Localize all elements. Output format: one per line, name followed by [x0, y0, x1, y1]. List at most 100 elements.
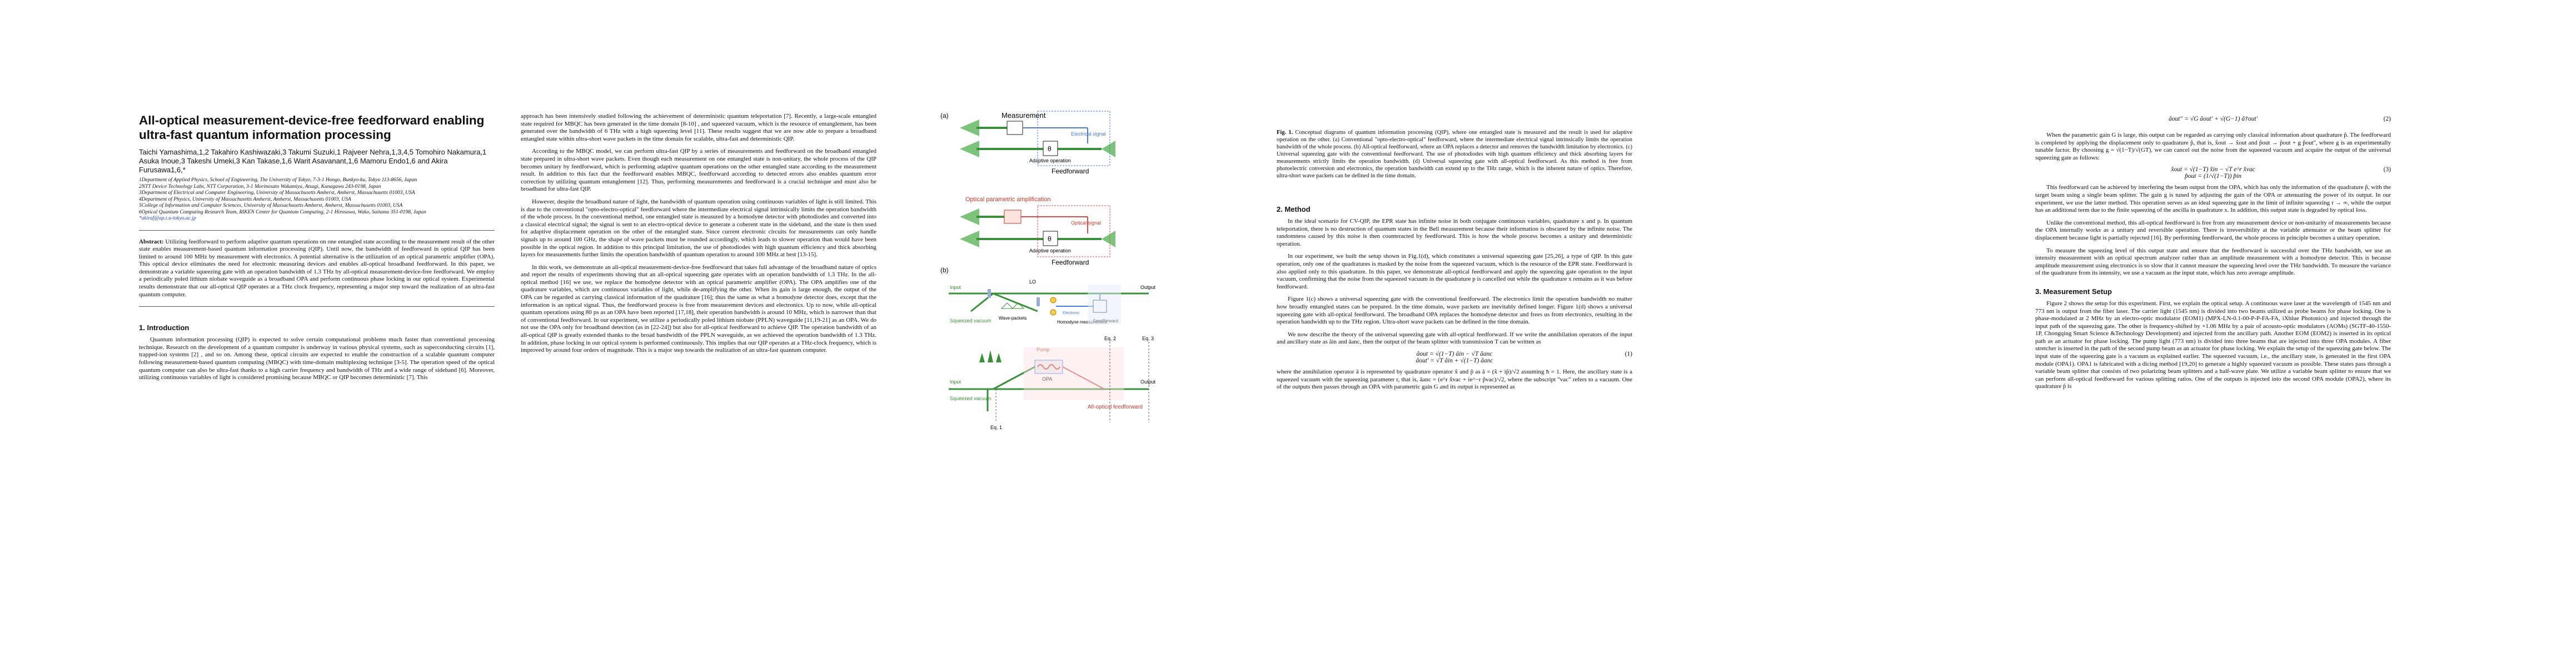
homodyne-label: Homodyne measurement	[1057, 320, 1108, 325]
output-label: Output	[1140, 379, 1156, 385]
electrical-signal-label: Electrical signal	[1071, 131, 1106, 137]
paragraph: However, despite the broadband nature of…	[521, 198, 876, 258]
paragraph: Figure 2 shows the setup for this experi…	[2035, 300, 2391, 390]
panel-label-b: (b)	[940, 266, 949, 274]
wave-packets-label: Wave-packets	[999, 316, 1027, 321]
paragraph: In the ideal scenario for CV-QIP, the EP…	[1277, 218, 1632, 247]
panel-a-all-optical: Optical parametric amplification Optical…	[960, 196, 1115, 266]
opa-box-label: OPA	[1042, 376, 1052, 382]
all-optical-region	[1024, 347, 1124, 400]
wave-packet-icon	[960, 208, 979, 225]
input-label: Input	[950, 285, 961, 290]
photodiode-icon	[1050, 309, 1057, 316]
wave-packet-icon	[1102, 141, 1115, 157]
paragraph: In our experiment, we built the setup sh…	[1277, 253, 1632, 290]
opa-label: Optical parametric amplification	[965, 196, 1050, 203]
caption-label: Fig. 1.	[1277, 130, 1293, 136]
email-link[interactable]: *akiraf@ap.t.u-tokyo.ac.jp	[139, 216, 196, 221]
paragraph: where the annihilation operator â is rep…	[1277, 368, 1632, 391]
squeezed-vacuum-label: Squeezed vacuum	[950, 396, 991, 401]
paragraph: Figure 1(c) shows a universal squeezing …	[1277, 296, 1632, 326]
adaptive-operation-label: Adaptive operation	[1029, 158, 1071, 163]
paragraph: We now describe the theory of the univer…	[1277, 331, 1632, 346]
abstract: Abstract: Utilizing feedforward to perfo…	[139, 238, 495, 299]
adaptive-box	[1043, 231, 1058, 246]
column-6: âout'' = √G âout' + √(G−1) â†out' (2) Wh…	[2035, 0, 2391, 667]
input-label: Input	[950, 379, 961, 385]
figure-diagram: (a) Measurement Electrical signal θ Adap…	[940, 111, 1156, 430]
affiliation: 2NTT Device Technology Labs, NTT Corpora…	[139, 183, 381, 190]
eq1-label: Eq. 1	[990, 425, 1002, 430]
paragraph: This feedforward can be achieved by inte…	[2035, 184, 2391, 214]
feedforward-label: Feedforward	[1052, 258, 1089, 266]
feedforward-box	[1037, 205, 1110, 257]
paragraph: Quantum information processing (QIP) is …	[139, 336, 495, 381]
optical-signal-line	[1062, 366, 1105, 390]
paragraph: approach has been intensively studied fo…	[521, 113, 876, 142]
affiliation: 5College of Information and Computer Sci…	[139, 203, 403, 208]
column-2: approach has been intensively studied fo…	[521, 0, 876, 667]
wave-packet-icon	[996, 353, 1001, 362]
lo-label: LO	[1029, 279, 1036, 285]
equation-line: x̂out = √(1−T) x̂in − √T e^r x̂vac	[2171, 166, 2255, 173]
beam-splitter-icon	[988, 289, 991, 298]
panel-a-conventional: Measurement Electrical signal θ Adaptive…	[960, 111, 1115, 175]
abstract-text: Utilizing feedforward to perform adaptiv…	[139, 238, 495, 298]
squeezed-vacuum-label: Squeezed vacuum	[950, 318, 991, 323]
section-heading-method: 2. Method	[1277, 205, 1311, 213]
equation-3: x̂out = √(1−T) x̂in − √T e^r x̂vac p̂out…	[2035, 166, 2391, 180]
paragraph: Unlike the conventional method, this all…	[2035, 219, 2391, 241]
opa-box	[1004, 210, 1022, 224]
adaptive-operation-label: Adaptive operation	[1029, 248, 1071, 253]
equation-line: âout'' = √G âout' + √(G−1) â†out'	[2168, 116, 2258, 122]
paper-title: All-optical measurement-device-free feed…	[139, 113, 485, 142]
feedforward-region	[1088, 285, 1121, 325]
column-4: Fig. 1. Conceptual diagrams of quantum i…	[1277, 0, 1632, 667]
affiliation-list: 1Department of Applied Physics, School o…	[139, 177, 495, 222]
equation-line: p̂out = (1/√(1−T)) p̂in	[2184, 173, 2241, 180]
wave-packet-icon	[960, 120, 979, 136]
equation-line: âout = √(1−T) âin − √T âanc	[1416, 350, 1493, 357]
all-optical-ff-label: All-optical feedforward	[1088, 404, 1143, 410]
wave-packets-icon	[1000, 302, 1025, 309]
affiliation: 3Department of Electrical and Computer E…	[139, 190, 415, 196]
adaptive-box	[1043, 141, 1058, 156]
paragraph: To measure the squeezing level of this o…	[2035, 247, 2391, 277]
detector-icon	[1007, 121, 1023, 135]
affiliation: 1Department of Applied Physics, School o…	[139, 177, 417, 183]
theta-symbol: θ	[1048, 235, 1052, 243]
output-label: Output	[1140, 285, 1156, 290]
theta-symbol: θ	[1048, 145, 1052, 153]
equation-1: âout = √(1−T) âin − √T âanc âout' = √T â…	[1277, 351, 1632, 364]
equation-number: (2)	[2383, 116, 2391, 122]
beam-line	[993, 366, 1035, 390]
caption-text: Conceptual diagrams of quantum informati…	[1277, 130, 1632, 179]
pump-wave-icon	[1037, 364, 1060, 370]
divider	[139, 230, 495, 231]
wave-packet-icon	[988, 350, 993, 362]
feedforward-label: Feedforward	[1052, 167, 1089, 175]
beam-line	[993, 292, 1038, 312]
wave-packet-icon	[960, 231, 979, 247]
equation-line: âout' = √T âin + √(1−T) âanc	[1416, 357, 1493, 364]
paragraph: In this work, we demonstrate an all-opti…	[521, 263, 876, 354]
section-heading-measurement-setup: 3. Measurement Setup	[2035, 287, 2112, 296]
figure-caption: Fig. 1. Conceptual diagrams of quantum i…	[1277, 129, 1632, 180]
abstract-label: Abstract:	[139, 238, 164, 245]
beam-splitter-icon	[1037, 297, 1040, 306]
eq3-label: Eq. 3	[1142, 336, 1154, 341]
electronic-label: Electronic	[1063, 311, 1080, 315]
pump-label: Pump	[1037, 347, 1050, 352]
equation-number: (1)	[1625, 350, 1632, 357]
section-heading-introduction: 1. Introduction	[139, 323, 190, 332]
affiliation: 4Department of Physics, University of Ma…	[139, 196, 351, 202]
panel-label-a: (a)	[940, 112, 949, 120]
affiliation: 6Optical Quantum Computing Research Team…	[139, 209, 426, 215]
figure-1: (a) Measurement Electrical signal θ Adap…	[904, 0, 1260, 667]
equation-2: âout'' = √G âout' + √(G−1) â†out' (2)	[2035, 116, 2391, 122]
wave-packet-icon	[1102, 231, 1115, 247]
feedforward-box	[1037, 111, 1110, 166]
photodiode-icon	[1050, 297, 1057, 303]
divider	[139, 306, 495, 307]
eq2-label: Eq. 2	[1104, 336, 1116, 341]
